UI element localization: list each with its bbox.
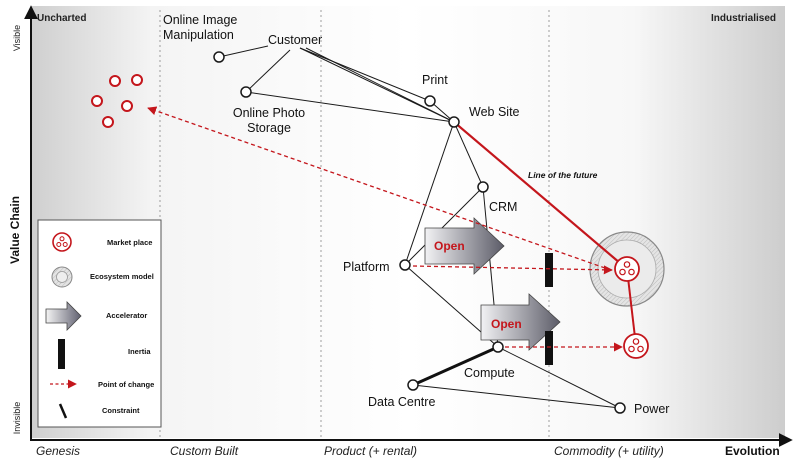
line-of-future-label: Line of the future bbox=[528, 170, 598, 180]
open-label-2: Open bbox=[491, 317, 522, 331]
node-web-site bbox=[448, 116, 460, 128]
label-print: Print bbox=[422, 73, 448, 87]
y-axis-invisible-label: Invisible bbox=[12, 402, 22, 435]
legend-inertia-icon bbox=[58, 339, 65, 369]
node-crm bbox=[477, 181, 489, 193]
legend-market-place-icon bbox=[52, 232, 72, 252]
label-online-image-line1: Online Image bbox=[163, 13, 237, 27]
label-web-site: Web Site bbox=[469, 105, 520, 119]
market-link bbox=[626, 268, 637, 347]
market-place-marker-1 bbox=[614, 256, 640, 282]
label-online-photo-line2: Storage bbox=[247, 121, 291, 135]
node-power bbox=[614, 402, 626, 414]
accelerator-arrow-1: Open bbox=[424, 217, 505, 275]
legend-point-of-change-label: Point of change bbox=[98, 380, 154, 389]
open-label-1: Open bbox=[434, 239, 465, 253]
legend-accelerator-icon bbox=[45, 301, 82, 331]
inertia-bar-1 bbox=[545, 253, 553, 287]
node-platform bbox=[399, 259, 411, 271]
label-customer: Customer bbox=[268, 33, 322, 47]
genesis-circles bbox=[91, 74, 143, 128]
stage-product-label: Product (+ rental) bbox=[324, 444, 417, 458]
x-axis-title: Evolution bbox=[725, 444, 780, 458]
dependency-lines bbox=[218, 45, 621, 409]
node-print bbox=[424, 95, 436, 107]
label-data-centre: Data Centre bbox=[368, 395, 435, 409]
legend-ecosystem-icon bbox=[51, 266, 73, 288]
legend-constraint-label: Constraint bbox=[102, 406, 140, 415]
label-power: Power bbox=[634, 402, 669, 416]
label-online-image-line2: Manipulation bbox=[163, 28, 234, 42]
legend-ecosystem-label: Ecosystem model bbox=[90, 272, 154, 281]
label-platform: Platform bbox=[343, 260, 390, 274]
label-online-photo-line1: Online Photo bbox=[233, 106, 305, 120]
legend-accelerator-label: Accelerator bbox=[106, 311, 147, 320]
node-data-centre bbox=[407, 379, 419, 391]
inertia-bar-2 bbox=[545, 331, 553, 365]
label-crm: CRM bbox=[489, 200, 517, 214]
corner-industrialised: Industrialised bbox=[711, 13, 776, 24]
node-compute bbox=[492, 341, 504, 353]
corner-uncharted: Uncharted bbox=[37, 13, 86, 24]
y-axis-visible-label: Visible bbox=[12, 25, 22, 51]
legend: Market place Ecosystem model Accelerator… bbox=[37, 219, 162, 428]
y-axis-title: Value Chain bbox=[8, 196, 22, 264]
legend-market-place-label: Market place bbox=[107, 238, 152, 247]
component-nodes bbox=[213, 51, 626, 414]
stage-commodity-label: Commodity (+ utility) bbox=[554, 444, 664, 458]
stage-custom-built-label: Custom Built bbox=[170, 444, 239, 458]
legend-inertia-label: Inertia bbox=[128, 347, 151, 356]
stage-genesis-label: Genesis bbox=[36, 444, 80, 458]
node-online-photo-storage bbox=[240, 86, 252, 98]
accelerator-arrow-2: Open bbox=[480, 293, 561, 351]
legend-constraint-icon bbox=[58, 403, 68, 419]
label-compute: Compute bbox=[464, 366, 515, 380]
point-of-change-arrows bbox=[147, 106, 623, 352]
constraint-line bbox=[412, 345, 499, 387]
line-of-the-future bbox=[453, 121, 628, 270]
market-place-marker-2 bbox=[623, 333, 649, 359]
node-online-image-manipulation bbox=[213, 51, 225, 63]
